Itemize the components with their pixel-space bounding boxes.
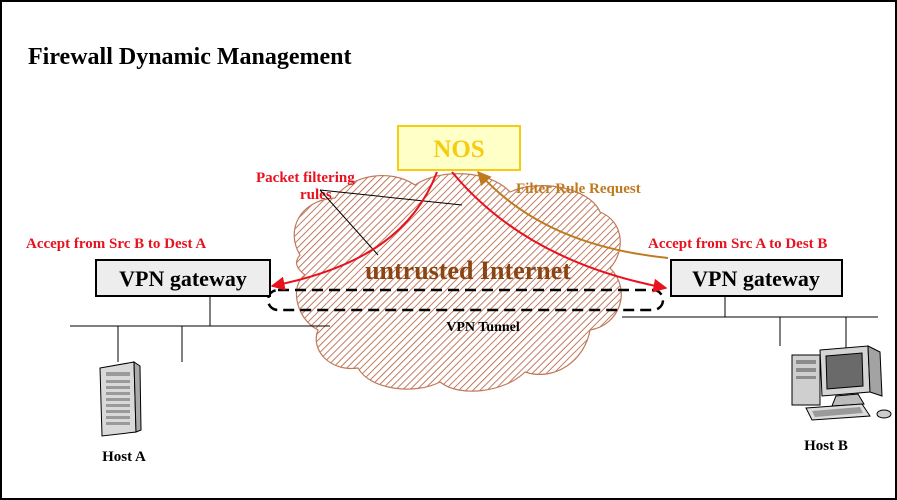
request-arrow <box>477 170 669 259</box>
rule-arrow-right <box>451 171 668 293</box>
vpn-gateway-left: VPN gateway <box>95 259 271 297</box>
packet-rules-line2: rules <box>300 187 332 203</box>
vpn-gateway-right: VPN gateway <box>670 259 843 297</box>
gateway-left-rule: Accept from Src B to Dest A <box>26 236 206 252</box>
request-label: Filter Rule Request <box>516 181 641 197</box>
tunnel-label: VPN Tunnel <box>446 320 520 335</box>
cloud-label: untrusted Internet <box>365 256 571 285</box>
server-icon <box>99 361 142 437</box>
nos-label: NOS <box>433 136 484 163</box>
host-b-label: Host B <box>804 438 848 454</box>
nos-box: NOS <box>397 125 521 171</box>
rule-arrow-left <box>270 171 438 291</box>
packet-rules-leader-2 <box>319 189 379 256</box>
internet-cloud <box>293 173 622 392</box>
host-a-label: Host A <box>102 449 146 465</box>
packet-rules-leader-1 <box>319 189 463 206</box>
desktop-computer-icon <box>791 345 892 421</box>
diagram-title: Firewall Dynamic Management <box>28 44 352 70</box>
gateway-right-rule: Accept from Src A to Dest B <box>648 236 827 252</box>
gateway-left-label: VPN gateway <box>119 266 247 291</box>
gateway-right-label: VPN gateway <box>692 266 820 291</box>
packet-rules-line1: Packet filtering <box>256 170 355 186</box>
vpn-tunnel <box>266 288 665 312</box>
